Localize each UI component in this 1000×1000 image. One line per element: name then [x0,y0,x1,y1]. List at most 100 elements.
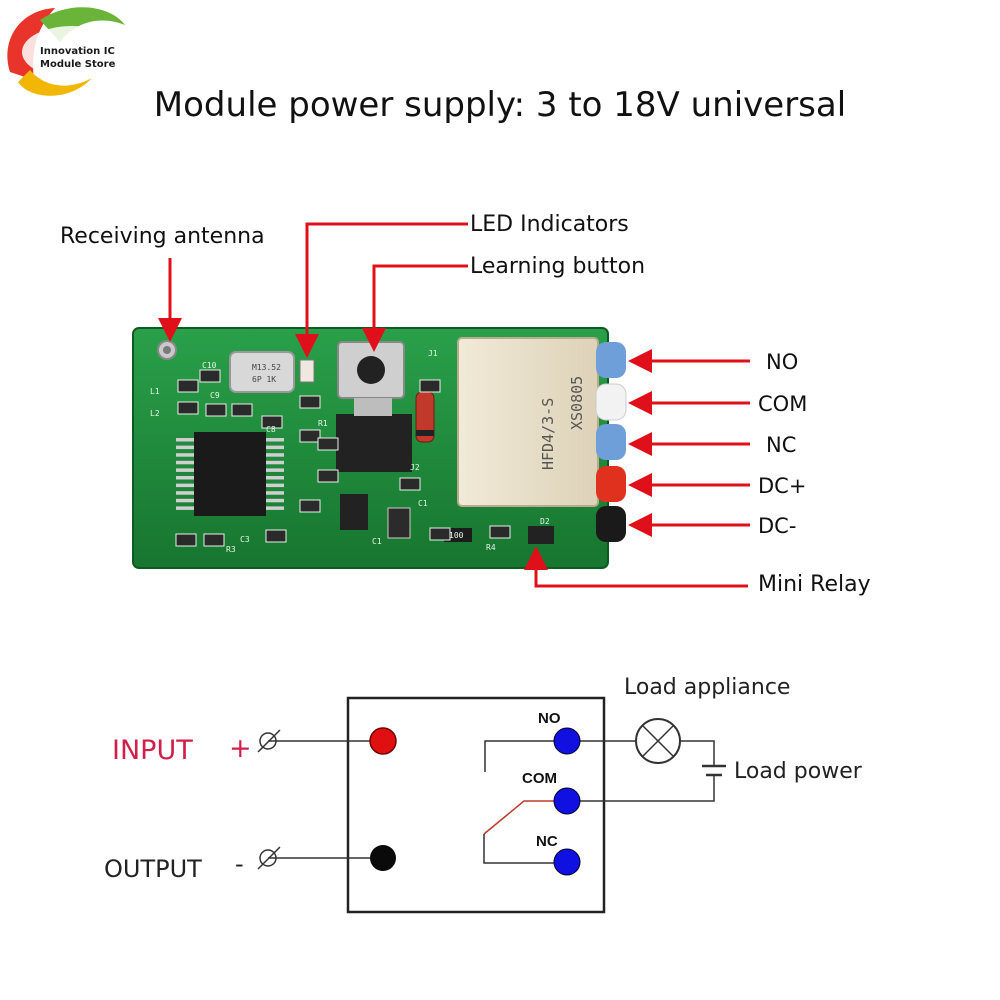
ic-pin [266,468,284,472]
lamp-cross-2 [642,725,674,757]
no-label: NO [538,710,561,727]
callout-button-arrow [362,264,468,352]
silk-r3: R3 [226,545,236,554]
power-to-com-wire [566,776,715,802]
ic-pin [176,453,194,457]
ic-pin [176,445,194,450]
smd-part [299,499,321,513]
smd-part [231,403,253,417]
relay-body [457,337,599,507]
regulator-tab [354,398,392,416]
wire-bundle [595,342,627,542]
crystal [229,351,295,393]
crystal-label-2: 6P 1K [252,375,276,384]
smd-part [429,527,451,541]
learning-button-cap [357,356,385,384]
wire-com [595,383,627,421]
smd-part [299,395,321,409]
silk-l1: L1 [150,387,160,396]
com-terminal-dot [553,787,581,815]
output-terminal-ring [259,849,277,867]
silk-j2: J2 [410,463,420,472]
page-title: Module power supply: 3 to 18V universal [154,85,846,125]
silk-r4: R4 [486,543,496,552]
voltage-regulator [336,414,412,472]
logo-line-2: Module Store [40,59,116,70]
smd-part [261,415,283,429]
logo-center [22,26,122,78]
ic-pin [176,498,194,503]
ic-pin [266,506,284,510]
ic-pin [176,438,194,442]
silk-l2: L2 [150,409,160,418]
ic-pin [176,468,194,472]
no-terminal-dot [553,727,581,755]
silk-d2: D2 [540,517,550,526]
smd-part [203,533,225,547]
mini-relay: HFD4/3-S XS0805 [457,337,599,507]
ic-pin [266,476,284,480]
callout-relay-label: Mini Relay [758,572,871,597]
store-logo: Innovation IC Module Store [7,7,125,96]
silk-c3: C3 [240,535,250,544]
silk-c10: C10 [202,361,217,370]
wire-nc [596,424,626,460]
callout-antenna: Receiving antenna [60,224,265,342]
pin-labels: NO COM NC DC+ DC- [628,349,807,538]
nc-terminal-dot [553,848,581,876]
silk-r1: R1 [318,419,328,428]
logo-line-1: Innovation IC [40,46,115,57]
ic-pin [266,460,284,465]
smd-part [265,529,287,543]
smd-part [299,429,321,443]
callout-led-arrow [295,222,468,358]
pin-com: COM [628,391,807,416]
com-label: COM [522,770,557,787]
relay-code: XS0805 [568,376,586,430]
smd-part [177,401,199,415]
silk-j1: J1 [428,349,438,358]
load-to-power-wire [680,740,715,765]
load-appliance-label: Load appliance [624,675,790,700]
ic-pin [266,498,284,503]
output-terminal-slash [257,846,281,870]
callout-relay: Mini Relay [524,546,871,597]
resistor-code: 100 [449,531,464,540]
module-box [346,696,606,914]
smd-part [175,533,197,547]
input-label: INPUT [112,735,193,766]
wiring-schematic [257,696,726,914]
output-label: OUTPUT [104,855,202,883]
ic-pin [176,491,194,495]
callout-button-label: Learning button [470,254,645,279]
ic-pin [176,460,194,465]
wire-no [596,342,626,378]
output-terminal-dot [370,845,396,871]
input-terminal-dot [369,727,397,755]
schematic-terminals [369,727,581,876]
smd-part [205,403,227,417]
input-plus-sign: + [229,733,252,764]
silk-c9: C9 [210,391,220,400]
diode-band [416,430,434,436]
capacitor [387,507,411,539]
ic-pin [266,491,284,495]
smd-part [177,379,199,393]
smd-components [175,369,511,547]
nc-label: NC [536,833,558,850]
smd-part [199,369,221,383]
smd-part [317,437,339,451]
ic-pin [176,506,194,510]
callout-relay-arrow [524,546,748,588]
led-indicator [299,359,315,383]
callout-button: Learning button [362,254,645,352]
pin-nc-label: NC [766,433,796,457]
resistor-100 [444,528,472,542]
transistor [340,494,368,530]
load-power-battery-icon [702,764,726,777]
smd-part [399,477,421,491]
pin-dc-minus-label: DC- [758,514,796,538]
wire-dc-plus [596,466,626,502]
smd-part [489,525,511,539]
